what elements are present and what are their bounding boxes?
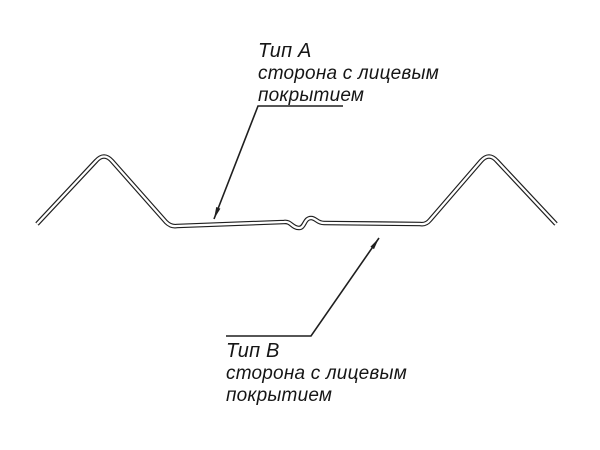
arrowhead-b: [370, 238, 379, 250]
label-type-a-line2: покрытием: [258, 85, 365, 106]
label-type-a: Тип А сторона с лицевым покрытием: [258, 40, 439, 107]
profile-inner-gap: [36, 155, 557, 230]
label-type-a-title: Тип А: [258, 40, 312, 62]
arrowhead-a: [214, 207, 221, 219]
label-type-b: Тип В сторона с лицевым покрытием: [226, 340, 407, 407]
leader-line-a: [213, 105, 343, 220]
leader-line-b: [226, 237, 380, 337]
label-type-b-title: Тип В: [226, 340, 280, 362]
label-type-b-line2: покрытием: [226, 385, 333, 406]
profile-outline: [35, 154, 558, 231]
label-type-b-line1: сторона с лицевым: [226, 363, 407, 384]
label-type-a-line1: сторона с лицевым: [258, 63, 439, 84]
